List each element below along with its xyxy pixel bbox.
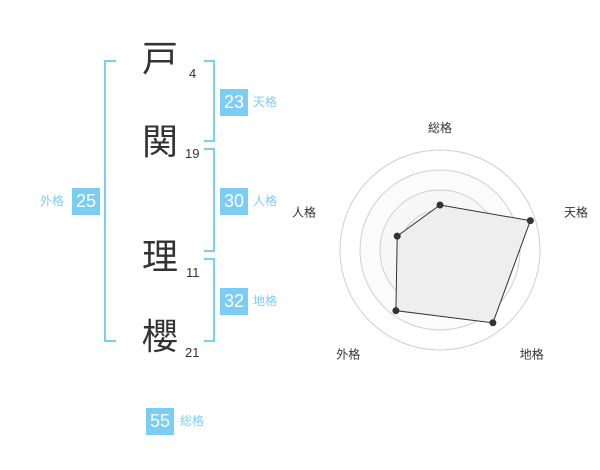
radar-axis-label-1: 総格 bbox=[428, 120, 452, 135]
radar-axis-label-3: 地格 bbox=[520, 347, 544, 362]
name-char-2: 関 bbox=[142, 122, 179, 163]
radar-point-1 bbox=[436, 201, 444, 209]
stroke-count-3: 11 bbox=[186, 265, 200, 280]
name-char-1: 戸 bbox=[142, 39, 179, 80]
chikaku-bracket bbox=[204, 258, 215, 342]
radar-axis-label-2: 天格 bbox=[564, 204, 588, 219]
radar-point-5 bbox=[393, 232, 401, 240]
jinkaku-bracket bbox=[204, 148, 215, 252]
radar-area bbox=[395, 204, 532, 324]
radar-point-3 bbox=[489, 319, 497, 327]
stroke-count-4: 21 bbox=[185, 345, 200, 360]
gaikaku-label: 外格 bbox=[40, 194, 65, 208]
tenkaku-label: 天格 bbox=[253, 95, 278, 109]
name-char-4: 櫻 bbox=[142, 317, 179, 358]
gaikaku-value-badge: 25 bbox=[72, 188, 100, 215]
gaikaku-bracket bbox=[104, 60, 116, 342]
chikaku-label: 地格 bbox=[253, 294, 278, 308]
chikaku-value-badge: 32 bbox=[220, 288, 248, 315]
stroke-count-1: 4 bbox=[189, 66, 197, 81]
radar-points bbox=[392, 201, 534, 327]
soukaku-value-badge: 55 bbox=[146, 408, 174, 435]
jinkaku-label: 人格 bbox=[253, 194, 278, 208]
radar-point-2 bbox=[526, 217, 534, 225]
soukaku-label: 総格 bbox=[180, 414, 205, 428]
stroke-count-2: 19 bbox=[185, 146, 200, 161]
radar-point-4 bbox=[392, 307, 400, 315]
radar-axis-label-5: 人格 bbox=[292, 204, 316, 219]
tenkaku-bracket bbox=[204, 60, 215, 142]
jinkaku-value-badge: 30 bbox=[220, 188, 248, 215]
name-char-3: 理 bbox=[142, 237, 179, 278]
radar-axis-label-4: 外格 bbox=[336, 347, 360, 362]
tenkaku-value-badge: 23 bbox=[220, 89, 248, 116]
